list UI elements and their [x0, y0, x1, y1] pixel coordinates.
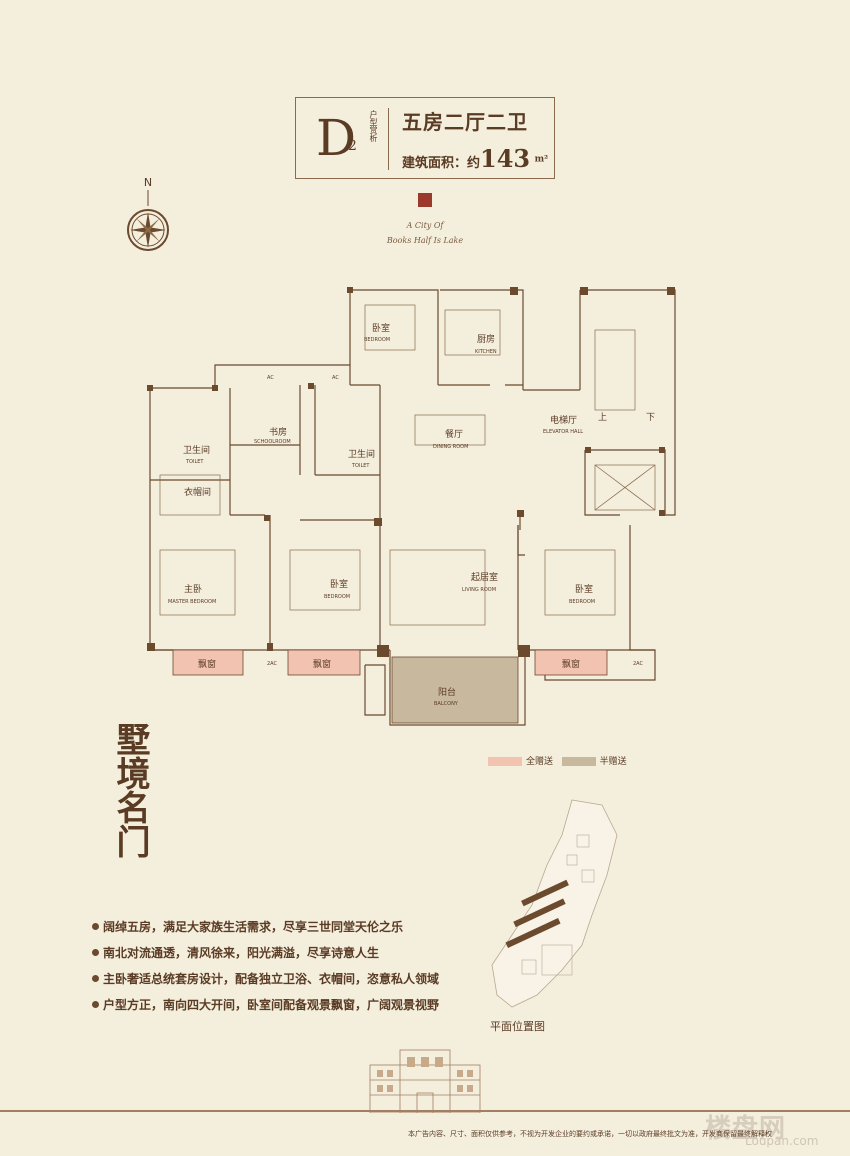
- unit-type-label: 户型赏析: [369, 110, 378, 142]
- toilet1-en: TOILET: [185, 459, 204, 465]
- vertical-title: 墅境名门: [110, 722, 150, 858]
- tagline-line2: Books Half Is Lake: [386, 236, 464, 245]
- bedroom-mid-en: BEDROOM: [324, 594, 350, 600]
- stairs-up-label: 上: [598, 412, 607, 423]
- compass-icon: N: [127, 176, 169, 251]
- ac-label-2: AC: [332, 375, 339, 381]
- unit-subscript: 2: [348, 138, 357, 154]
- disclaimer: 本广告内容、尺寸、面积仅供参考，不视为开发企业的要约或承诺，一切以政府最终批文为…: [408, 1130, 772, 1138]
- bedroom-right-en: BEDROOM: [569, 599, 595, 605]
- legend-full-swatch: [488, 757, 522, 766]
- kitchen-en: KITCHEN: [475, 349, 497, 355]
- legend-full-label: 全赠送: [526, 757, 554, 767]
- toilet1-label: 卫生间: [183, 444, 210, 456]
- area-value: 143: [480, 144, 531, 173]
- living-label: 起居室: [471, 571, 498, 583]
- stairs-down-label: 下: [646, 413, 655, 423]
- balcony-en: BALCONY: [434, 701, 459, 707]
- tagline: A City Of Books Half Is Lake: [370, 218, 480, 248]
- ac-label-3: 2AC: [267, 661, 278, 667]
- footer-rule: [0, 1110, 850, 1112]
- feature-item: 户型方正，南向四大开间，卧室间配备观景飘窗，广阔观景视野: [92, 998, 439, 1024]
- closet-label: 衣帽间: [184, 486, 211, 498]
- area-label: 建筑面积：约: [402, 156, 481, 171]
- bay-window-1: [172, 649, 244, 676]
- bay-window-3: [534, 649, 608, 676]
- area-line: 建筑面积：约143 m²: [402, 144, 548, 173]
- bedroom-top-en: BEDROOM: [364, 337, 390, 343]
- north-label: N: [144, 176, 152, 189]
- kitchen-label: 厨房: [477, 333, 495, 345]
- dining-label: 餐厅: [445, 428, 463, 440]
- bedroom-mid-label: 卧室: [330, 578, 348, 590]
- site-plan-label: 平面位置图: [490, 1020, 545, 1033]
- floor-plan: 卧室 BEDROOM 厨房 KITCHEN 书房 SCHOOLROOM 卫生间 …: [147, 287, 676, 726]
- legend-half-label: 半赠送: [599, 757, 627, 767]
- bullet-icon: [92, 949, 99, 956]
- feature-item: 主卧奢适总统套房设计，配备独立卫浴、衣帽间，恣意私人领域: [92, 972, 439, 998]
- master-en: MASTER BEDROOM: [168, 599, 216, 605]
- bedroom-top-label: 卧室: [372, 322, 390, 334]
- elevator-en: ELEVATOR HALL: [543, 429, 583, 435]
- area-unit: m²: [534, 154, 549, 165]
- bay-window-label-1: 飘窗: [198, 658, 216, 670]
- feature-item: 阔绰五房，满足大家族生活需求，尽享三世同堂天伦之乐: [92, 920, 439, 946]
- layout-title: 五房二厅二卫: [402, 110, 528, 134]
- feature-list: 阔绰五房，满足大家族生活需求，尽享三世同堂天伦之乐 南北对流通透，清风徐来，阳光…: [92, 920, 439, 1024]
- legend: 全赠送 半赠送: [488, 754, 627, 767]
- bedroom-right-label: 卧室: [575, 583, 593, 595]
- bullet-icon: [92, 923, 99, 930]
- watermark-url: Loupan.com: [745, 1134, 819, 1148]
- header-divider: [388, 108, 389, 170]
- balcony-label: 阳台: [438, 686, 456, 698]
- toilet2-en: TOILET: [351, 463, 370, 469]
- legend-half-swatch: [561, 757, 596, 766]
- bay-window-2: [287, 649, 361, 676]
- study-en: SCHOOLROOM: [254, 439, 291, 445]
- unit-header: D 2 户型赏析 五房二厅二卫 建筑面积：约143 m²: [295, 97, 555, 179]
- bay-window-label-3: 飘窗: [562, 658, 580, 670]
- master-label: 主卧: [184, 583, 202, 595]
- bullet-icon: [92, 1001, 99, 1008]
- bay-window-label-2: 飘窗: [313, 658, 331, 670]
- bullet-icon: [92, 975, 99, 982]
- tagline-line1: A City Of: [406, 221, 444, 230]
- balcony-area: [391, 656, 519, 724]
- study-label: 书房: [269, 426, 287, 438]
- building-illustration-icon: [369, 1049, 481, 1113]
- elevator-label: 电梯厅: [550, 414, 577, 426]
- watermark-logo: 楼盘网: [705, 1114, 787, 1144]
- seal-stamp-icon: [418, 193, 432, 207]
- unit-letter: D: [316, 109, 357, 167]
- dining-en: DINING ROOM: [433, 444, 468, 450]
- ac-label-1: AC: [267, 375, 274, 381]
- living-en: LIVING ROOM: [462, 587, 496, 593]
- toilet2-label: 卫生间: [348, 448, 375, 460]
- feature-item: 南北对流通透，清风徐来，阳光满溢，尽享诗意人生: [92, 946, 439, 972]
- site-plan-map: [491, 799, 618, 1008]
- ac-label-4: 2AC: [633, 661, 644, 667]
